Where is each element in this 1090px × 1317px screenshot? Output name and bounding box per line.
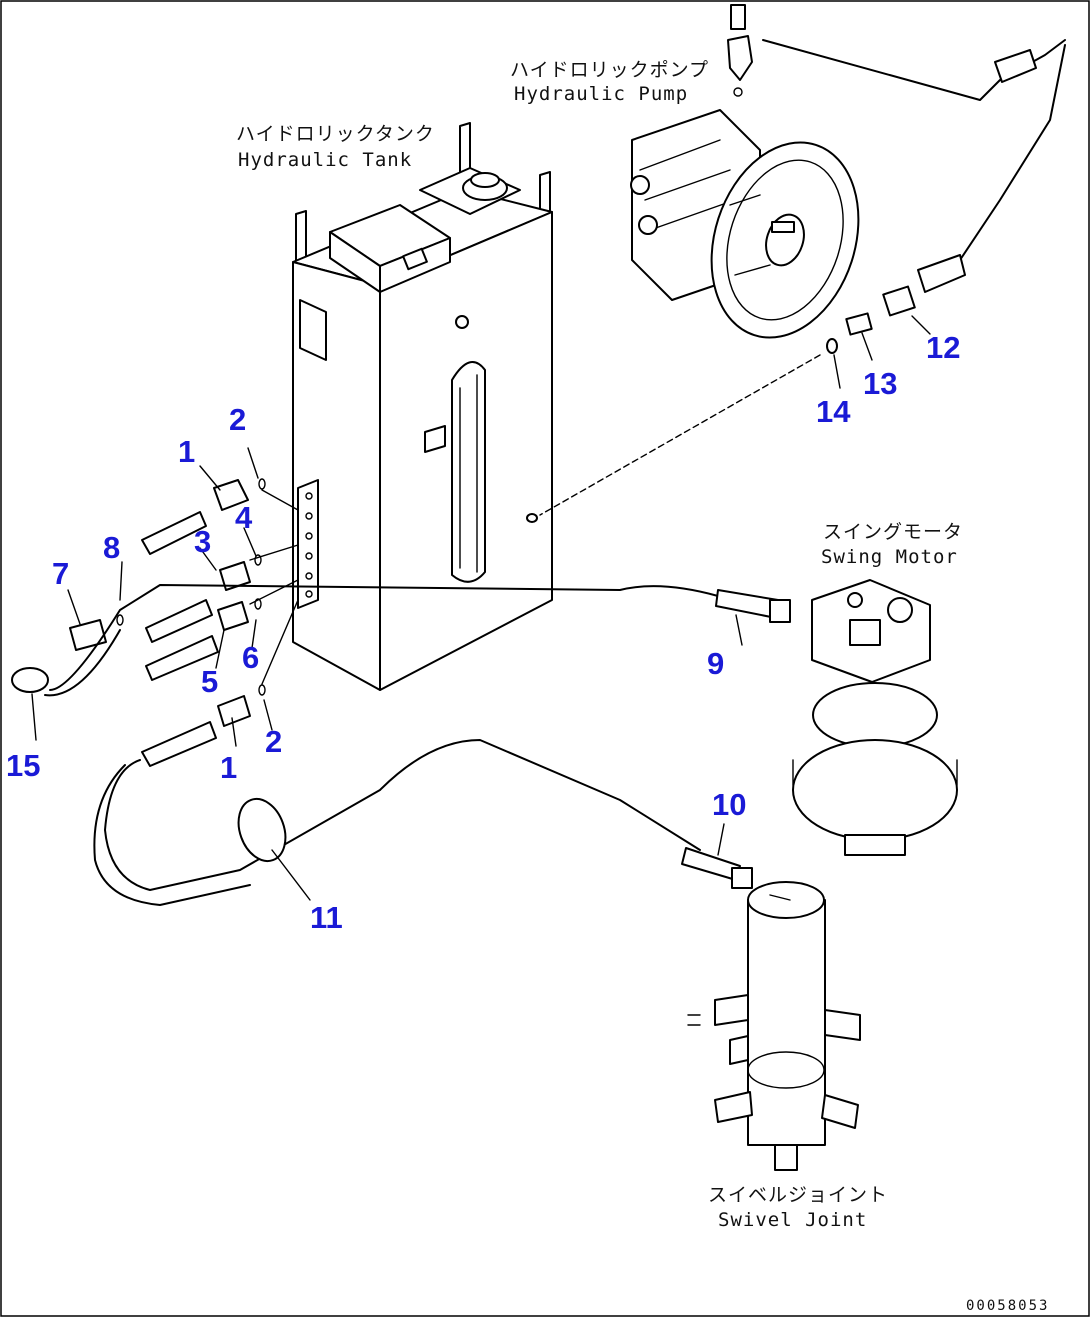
hydraulic-pump-label-jp: ハイドロリックポンプ [510,59,709,81]
hose-lines [11,39,1066,906]
callout-1: 1 [178,434,195,469]
callout-9: 9 [707,646,724,681]
swing-motor-label: スイングモータ Swing Motor [821,521,963,568]
callout-13: 13 [863,366,897,401]
hydraulic-pump-label-en: Hydraulic Pump [514,83,688,105]
swing-motor-label-en: Swing Motor [821,546,958,568]
swing-motor-drawing [792,579,958,856]
leader-lines [31,315,931,901]
hydraulic-tank-label-en: Hydraulic Tank [238,149,412,171]
swing-motor-label-jp: スイングモータ [823,521,963,543]
swivel-joint-label-en: Swivel Joint [718,1209,867,1231]
callouts: 1 1 2 2 3 4 5 6 7 8 9 10 11 12 13 14 15 [6,330,960,935]
callout-7: 7 [52,556,69,591]
callout-2: 2 [265,724,282,759]
callout-5: 5 [201,664,218,699]
callout-14: 14 [816,394,851,429]
callout-3: 3 [194,524,211,559]
hydraulic-tank-drawing [292,122,553,691]
callout-10: 10 [712,787,746,822]
hydraulic-pump-label: ハイドロリックポンプ Hydraulic Pump [510,59,709,105]
drawing-code: 00058053 [966,1298,1049,1314]
callout-8: 8 [103,530,120,565]
callout-11: 11 [310,900,343,935]
hydraulic-tank-label: ハイドロリックタンク Hydraulic Tank [236,123,435,171]
callout-1: 1 [220,750,237,785]
callout-15: 15 [6,748,40,783]
callout-6: 6 [242,640,259,675]
callout-12: 12 [926,330,960,365]
callout-4: 4 [235,500,253,535]
hydraulic-tank-label-jp: ハイドロリックタンク [236,123,435,145]
hydraulic-pump-drawing [630,4,860,339]
callout-2: 2 [229,402,246,437]
swivel-joint-drawing [687,881,861,1171]
swivel-joint-label-jp: スイベルジョイント [708,1184,888,1206]
swivel-joint-label: スイベルジョイント Swivel Joint [708,1184,888,1231]
